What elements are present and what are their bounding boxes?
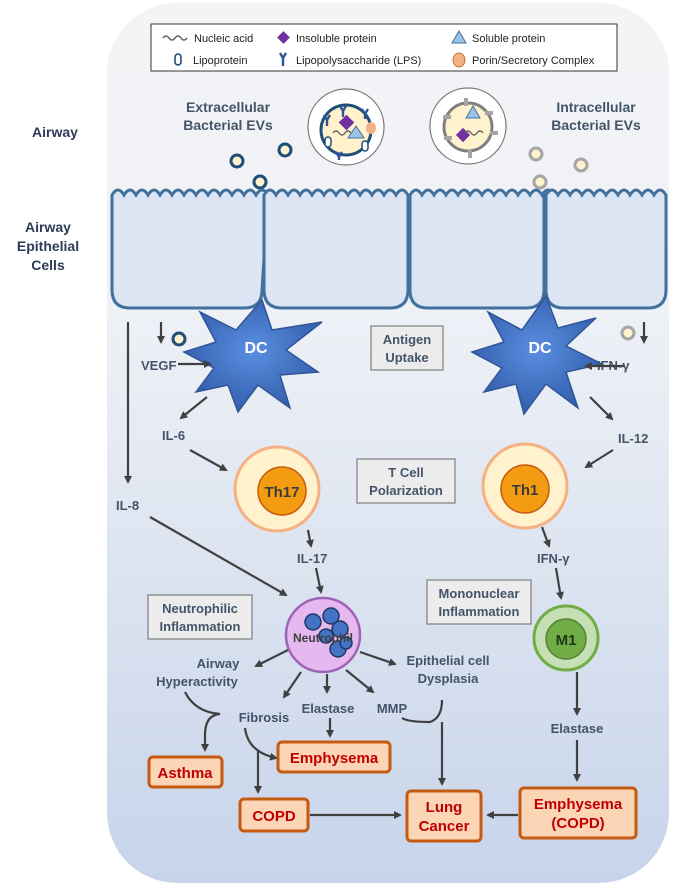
legend-porin: Porin/Secretory Complex: [472, 55, 595, 67]
arrow-il17-neutrophil: [314, 567, 324, 594]
tcell-polarization-box: T Cell Polarization: [356, 458, 456, 504]
lung-cancer-line-2: Cancer: [419, 818, 470, 835]
intracellular-ev-zoom: [429, 87, 507, 165]
arrow-fibrosis-emphysema: [243, 727, 278, 761]
label-airway-hyper-2: Hyperactivity: [156, 674, 238, 689]
arrow-th1-ifng: [540, 526, 551, 548]
arrow-ifng-m1: [554, 567, 564, 600]
epithelial-cell-2: [262, 188, 410, 310]
arrow-neutrophil-mmp: [345, 669, 375, 694]
label-airway-hyper-1: Airway: [197, 656, 240, 671]
mononuclear-line-2: Inflammation: [439, 604, 520, 619]
label-il12: IL-12: [618, 431, 648, 446]
intracellular-ev-title-1: Intracellular: [556, 99, 636, 115]
neutrophil-label: Neutrophil: [293, 631, 353, 645]
nucleic-acid-icon: [162, 35, 188, 41]
label-elastase-left: Elastase: [302, 701, 355, 716]
porin-icon: [452, 52, 466, 68]
epithelial-cell-3: [408, 188, 557, 310]
arrow-airway-fibrosis-asthma: [184, 691, 221, 752]
neutrophil-cell: Neutrophil: [284, 596, 362, 674]
side-label-epithelial-3: Cells: [31, 257, 65, 273]
label-fibrosis: Fibrosis: [239, 710, 290, 725]
extracellular-ev-title-1: Extracellular: [186, 99, 271, 115]
epithelial-cell-4: [544, 188, 668, 310]
label-dysplasia-1: Epithelial cell: [406, 653, 489, 668]
legend-nucleic-acid: Nucleic acid: [194, 33, 253, 45]
tcell-polarization-line-2: Polarization: [369, 483, 443, 498]
extracellular-ev-title-2: Bacterial EVs: [183, 117, 273, 133]
dc-right-label: DC: [528, 340, 552, 357]
legend-lipoprotein: Lipoprotein: [193, 55, 247, 67]
arrow-il8-neutrophil: [149, 516, 288, 596]
label-vegf: VEGF: [141, 358, 176, 373]
arrow-dc-il12: [589, 396, 614, 421]
emphysema-label: Emphysema: [290, 750, 379, 767]
mononuclear-inflammation-box: Mononuclear Inflammation: [426, 579, 532, 625]
side-label-epithelial-2: Epithelial: [17, 238, 79, 254]
neutrophilic-line-2: Inflammation: [160, 619, 241, 634]
arrow-mmp-dysplasia-cancer: [401, 699, 442, 784]
arrow-neutrophil-dysplasia: [359, 650, 397, 666]
arrow-th17-il17: [305, 529, 314, 548]
extracellular-ev-zoom: [307, 88, 385, 166]
dendritic-cell-right: [470, 294, 605, 416]
th1-cell: Th1: [481, 442, 569, 530]
label-mmp: MMP: [377, 701, 408, 716]
label-il17: IL-17: [297, 551, 327, 566]
th17-cell: Th17: [233, 445, 321, 533]
tcell-polarization-line-1: T Cell: [388, 465, 423, 480]
label-elastase-right: Elastase: [551, 721, 604, 736]
epithelial-cell-1: [110, 188, 270, 310]
label-dysplasia-2: Dysplasia: [418, 671, 479, 686]
label-il8: IL-8: [116, 498, 139, 513]
arrows: [124, 322, 648, 819]
lps-icon: [278, 52, 288, 66]
legend: Nucleic acid Insoluble protein Soluble p…: [150, 23, 618, 72]
antigen-uptake-box: Antigen Uptake: [370, 325, 444, 371]
outcome-emphysema-copd: Emphysema (COPD): [518, 786, 638, 840]
arrow-il6-th17: [189, 449, 228, 471]
side-label-epithelial-1: Airway: [25, 219, 71, 235]
dc-left-label: DC: [244, 340, 268, 357]
intracellular-ev-title-2: Bacterial EVs: [551, 117, 641, 133]
asthma-label: Asthma: [157, 765, 213, 782]
arrow-dc-il6: [179, 396, 208, 420]
legend-lps: Lipopolysaccharide (LPS): [296, 55, 421, 67]
copd-label: COPD: [252, 808, 296, 825]
antigen-uptake-line-1: Antigen: [383, 332, 431, 347]
dendritic-cell-left: [182, 298, 323, 414]
antigen-uptake-line-2: Uptake: [385, 350, 428, 365]
label-il6: IL-6: [162, 428, 185, 443]
mononuclear-line-1: Mononuclear: [439, 586, 520, 601]
arrow-il12-th1: [584, 449, 614, 469]
soluble-protein-icon: [451, 30, 467, 44]
th17-label: Th17: [264, 484, 299, 501]
epithelial-layer: [110, 188, 668, 310]
m1-cell: M1: [532, 604, 600, 672]
legend-soluble-protein: Soluble protein: [472, 33, 545, 45]
outcome-lung-cancer: Lung Cancer: [405, 789, 483, 843]
lipoprotein-icon: [174, 53, 182, 66]
legend-insoluble-protein: Insoluble protein: [296, 33, 377, 45]
neutrophilic-line-1: Neutrophilic: [162, 601, 238, 616]
arrow-neutrophil-fibrosis: [282, 671, 302, 699]
insoluble-protein-icon: [277, 31, 290, 44]
outcome-copd: COPD: [238, 797, 310, 833]
arrow-neutrophil-airway: [254, 649, 289, 667]
outcome-emphysema: Emphysema: [276, 740, 392, 774]
lung-cancer-line-1: Lung: [426, 799, 463, 816]
legend-box: [150, 23, 618, 72]
neutrophilic-inflammation-box: Neutrophilic Inflammation: [147, 594, 253, 640]
m1-label: M1: [556, 632, 577, 649]
side-label-airway: Airway: [32, 124, 78, 140]
label-ifng-mid: IFN-γ: [537, 551, 570, 566]
emphysema-copd-line-2: (COPD): [551, 815, 604, 832]
outcome-asthma: Asthma: [147, 755, 224, 789]
emphysema-copd-line-1: Emphysema: [534, 796, 623, 813]
th1-label: Th1: [512, 482, 539, 499]
